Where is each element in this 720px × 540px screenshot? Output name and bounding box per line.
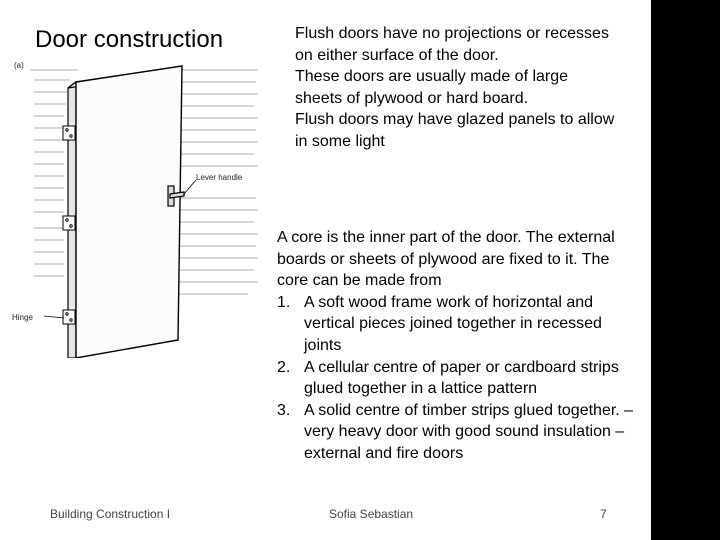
footer-course: Building Construction I (50, 507, 171, 521)
list-text: A soft wood frame work of horizontal and… (304, 293, 602, 354)
list-item: 2. A cellular centre of paper or cardboa… (277, 357, 639, 400)
intro-line: These doors are usually made of large sh… (295, 68, 569, 107)
door-illustration: (a) Lever handle Hinge (8, 58, 270, 359)
slide-title: Door construction (35, 26, 224, 53)
list-text: A solid centre of timber strips glued to… (304, 401, 634, 462)
core-list: 1. A soft wood frame work of horizontal … (277, 292, 639, 465)
lever-handle-icon (167, 185, 185, 207)
list-text: A cellular centre of paper or cardboard … (304, 358, 619, 398)
page-number: 7 (600, 507, 607, 521)
list-number: 2. (277, 358, 291, 376)
lever-handle-label: Lever handle (196, 173, 243, 182)
intro-line: Flush doors may have glazed panels to al… (295, 111, 615, 150)
list-number: 3. (277, 401, 291, 419)
core-description: A core is the inner part of the door. Th… (277, 227, 639, 465)
flush-door-description: Flush doors have no projections or reces… (295, 23, 615, 152)
hinge-label: Hinge (12, 313, 33, 322)
right-side-bar (651, 0, 720, 540)
list-item: 1. A soft wood frame work of horizontal … (277, 292, 639, 357)
door-face (75, 65, 183, 359)
scanned-text-background (30, 69, 258, 295)
list-item: 3. A solid centre of timber strips glued… (277, 400, 639, 465)
intro-line: Flush doors have no projections or reces… (295, 25, 609, 64)
list-number: 1. (277, 293, 291, 311)
core-intro: A core is the inner part of the door. Th… (277, 229, 615, 290)
hinge-icon (62, 125, 76, 325)
figure-tag: (a) (14, 61, 24, 70)
footer-author: Sofia Sebastian (329, 507, 414, 521)
